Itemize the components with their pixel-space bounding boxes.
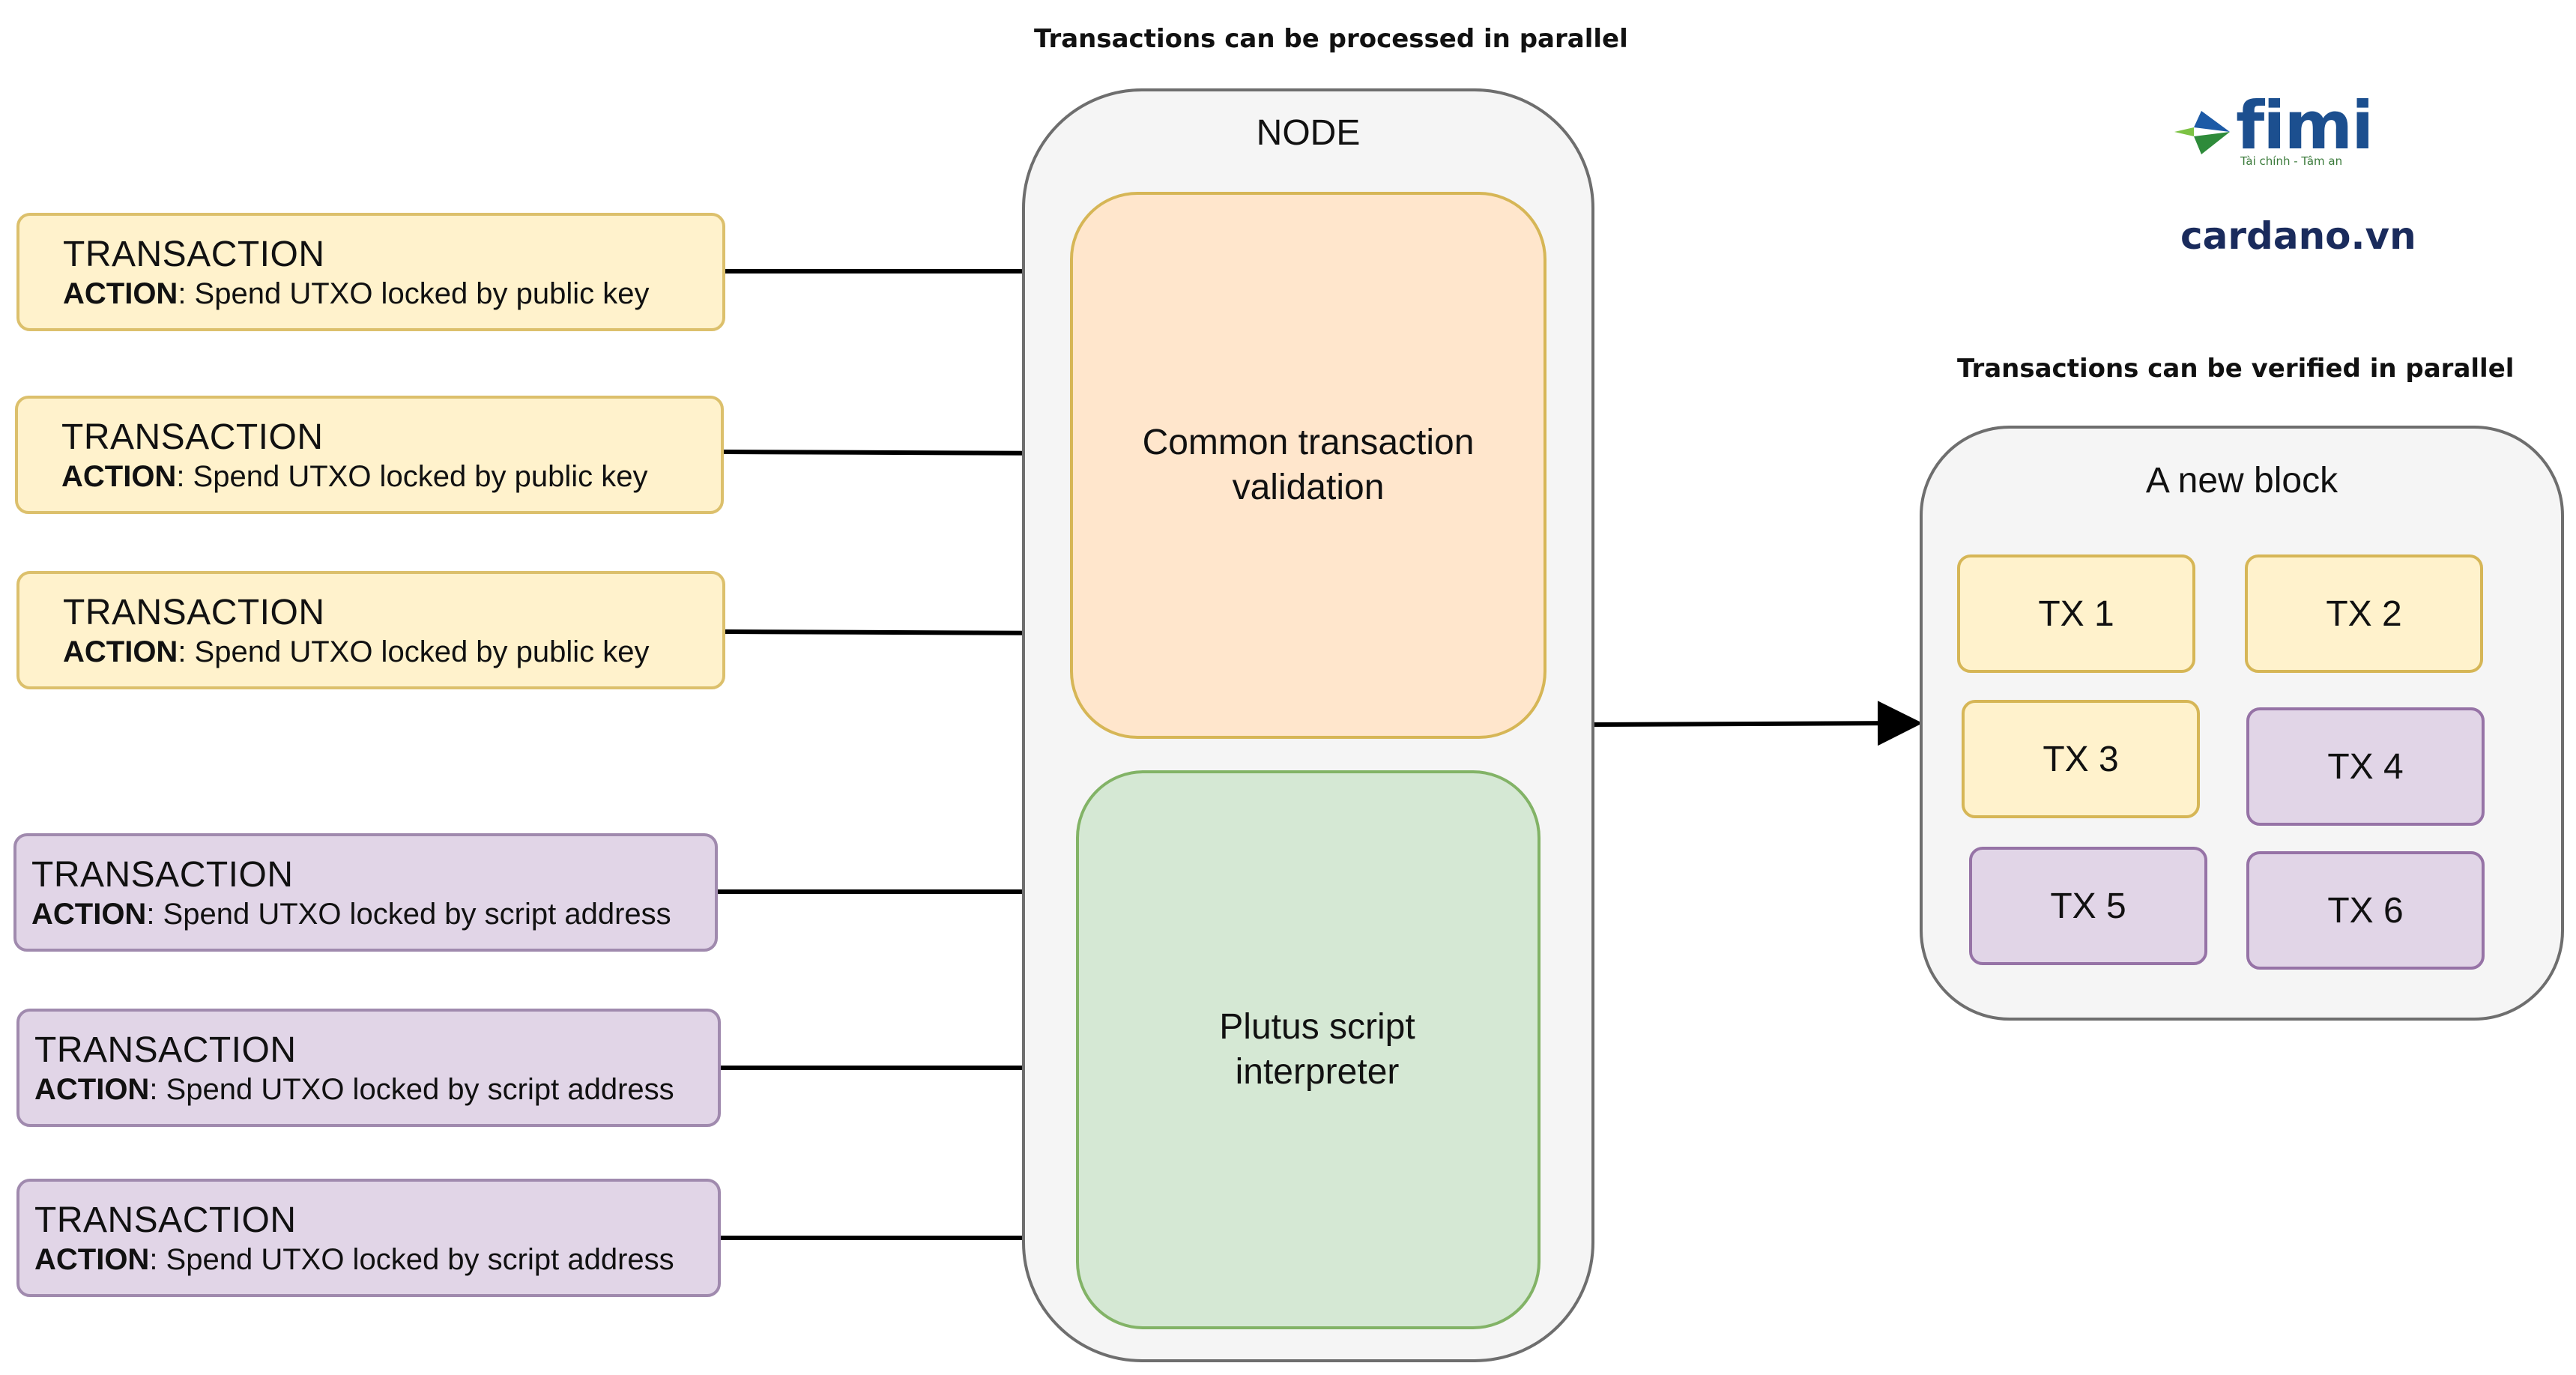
action-label: ACTION — [63, 277, 178, 310]
plutus-label-line2: interpreter — [1235, 1052, 1400, 1092]
transaction-title: TRANSACTION — [61, 417, 324, 457]
transaction-title: TRANSACTION — [34, 1030, 297, 1070]
plutus-label-line1: Plutus script — [1219, 1007, 1415, 1047]
action-text: : Spend UTXO locked by script address — [149, 1073, 674, 1106]
fimi-logo-icon — [2174, 111, 2230, 154]
arrow-icon — [1591, 701, 1923, 746]
cardano-vn-site: cardano.vn — [2180, 214, 2416, 258]
plutus-script-interpreter: Plutus script interpreter — [1076, 770, 1541, 1329]
transaction-public-key: TRANSACTION ACTION: Spend UTXO locked by… — [16, 213, 725, 331]
action-text: : Spend UTXO locked by public key — [176, 460, 648, 493]
transaction-action: ACTION: Spend UTXO locked by script addr… — [34, 1072, 718, 1107]
transaction-title: TRANSACTION — [63, 593, 325, 632]
fimi-tagline: Tài chính - Tâm an — [2240, 154, 2343, 168]
node-title: NODE — [1256, 113, 1361, 153]
caption-processed-parallel: Transactions can be processed in paralle… — [1034, 24, 1628, 54]
validation-label-line2: validation — [1232, 468, 1385, 507]
block-tx-3: TX 3 — [1962, 700, 2200, 818]
transaction-public-key: TRANSACTION ACTION: Spend UTXO locked by… — [16, 571, 725, 689]
block-tx-6: TX 6 — [2246, 851, 2485, 970]
transaction-public-key: TRANSACTION ACTION: Spend UTXO locked by… — [15, 396, 724, 514]
transaction-action: ACTION: Spend UTXO locked by public key — [61, 459, 721, 495]
action-text: : Spend UTXO locked by script address — [149, 1243, 674, 1276]
transaction-title: TRANSACTION — [31, 855, 294, 895]
arrow-icon — [723, 430, 1071, 476]
action-label: ACTION — [34, 1243, 150, 1276]
transaction-title: TRANSACTION — [63, 235, 325, 274]
transaction-action: ACTION: Spend UTXO locked by script addr… — [34, 1242, 718, 1278]
arrow-icon — [723, 610, 1068, 656]
action-text: : Spend UTXO locked by script address — [146, 898, 671, 931]
transaction-action: ACTION: Spend UTXO locked by public key — [63, 634, 722, 670]
block-tx-2: TX 2 — [2245, 554, 2483, 673]
transaction-script-address: TRANSACTION ACTION: Spend UTXO locked by… — [16, 1179, 721, 1297]
action-label: ACTION — [31, 898, 147, 931]
block-tx-1: TX 1 — [1957, 554, 2195, 673]
caption-verified-parallel: Transactions can be verified in parallel — [1957, 354, 2515, 384]
transaction-script-address: TRANSACTION ACTION: Spend UTXO locked by… — [16, 1009, 721, 1127]
block-tx-4: TX 4 — [2246, 707, 2485, 826]
transaction-action: ACTION: Spend UTXO locked by script addr… — [31, 896, 715, 932]
action-label: ACTION — [63, 635, 178, 668]
new-block-title: A new block — [2145, 461, 2338, 501]
transaction-title: TRANSACTION — [34, 1200, 297, 1240]
action-label: ACTION — [34, 1073, 150, 1106]
fimi-logo-text: fimi — [2236, 87, 2374, 164]
action-text: : Spend UTXO locked by public key — [178, 277, 650, 310]
validation-label-line1: Common transaction — [1142, 423, 1475, 462]
common-transaction-validation: Common transaction validation — [1070, 192, 1546, 739]
transaction-script-address: TRANSACTION ACTION: Spend UTXO locked by… — [13, 833, 718, 952]
transaction-action: ACTION: Spend UTXO locked by public key — [63, 276, 722, 312]
action-label: ACTION — [61, 460, 177, 493]
block-tx-5: TX 5 — [1969, 847, 2207, 965]
action-text: : Spend UTXO locked by public key — [178, 635, 650, 668]
